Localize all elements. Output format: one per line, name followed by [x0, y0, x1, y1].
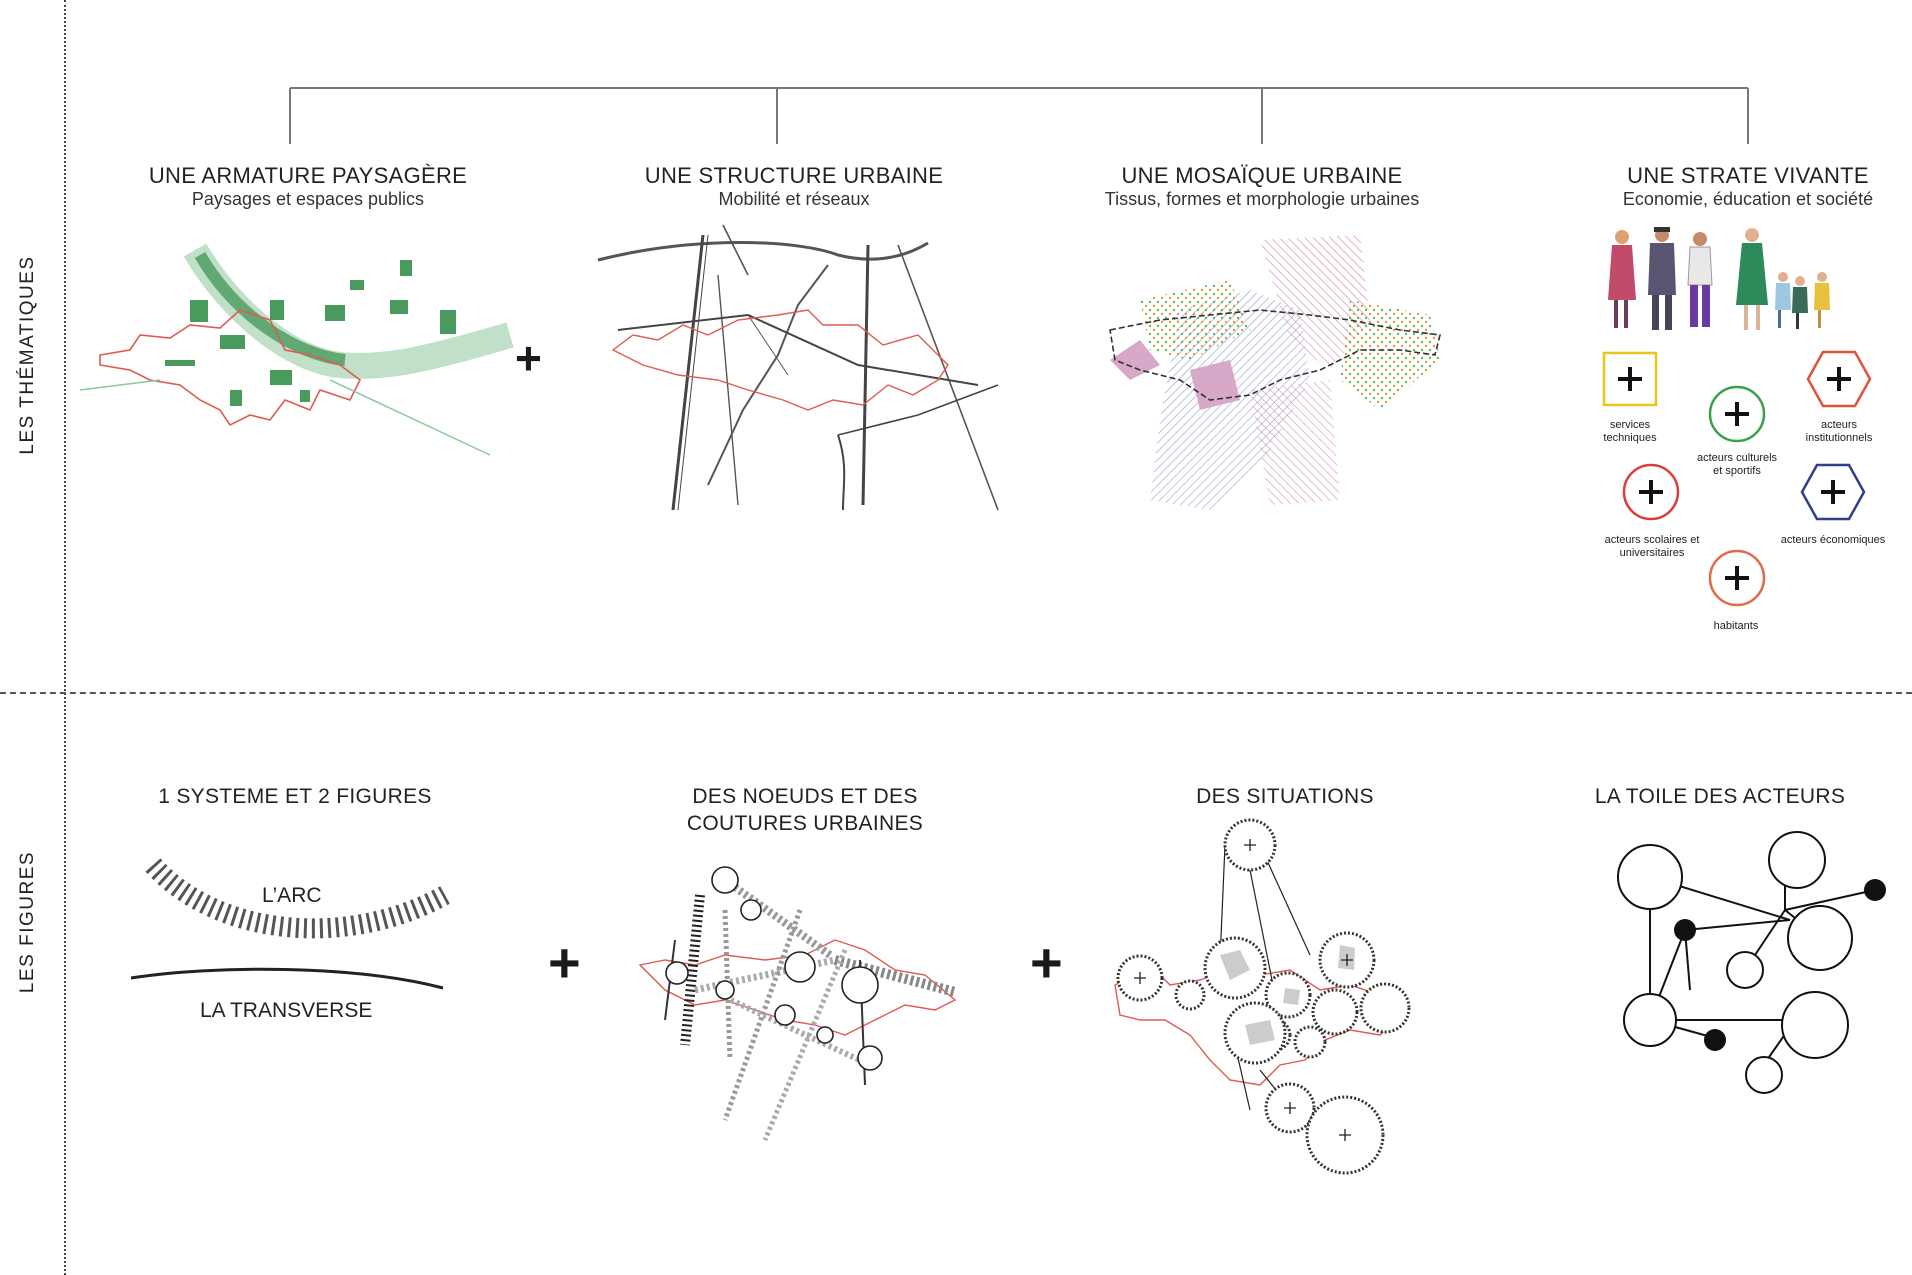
- horizontal-dashed-divider: [0, 692, 1912, 694]
- thematique-subtitle-strate: Economie, éducation et société: [1622, 189, 1874, 209]
- bracket-connector: [289, 87, 1749, 144]
- actor-label-culturels-sportifs: acteurs culturels et sportifs: [1696, 452, 1778, 477]
- label-arc: L’ARC: [262, 884, 322, 907]
- actor-icon-habitants: [1708, 549, 1766, 607]
- figure-toile-acteurs: [1617, 831, 1886, 1094]
- figure-arc-transverse: [130, 858, 450, 990]
- vertical-dotted-divider: [64, 0, 66, 1275]
- figure-title-noeuds: DES NOEUDS ET DES COUTURES URBAINES: [686, 785, 924, 835]
- thematique-subtitle-mosaique: Tissus, formes et morphologie urbaines: [1104, 189, 1420, 209]
- thematique-title-structure: UNE STRUCTURE URBAINE: [644, 163, 944, 188]
- thematique-subtitle-structure: Mobilité et réseaux: [718, 189, 870, 209]
- actor-label-habitants: habitants: [1713, 620, 1759, 632]
- thematique-title-strate: UNE STRATE VIVANTE: [1627, 163, 1869, 188]
- map-armature-paysagere: [79, 243, 514, 456]
- figure-title-systeme: 1 SYSTEME ET 2 FIGURES: [158, 785, 432, 808]
- figure-situations: [1114, 818, 1411, 1175]
- actor-icon-culturels-sportifs: [1708, 385, 1766, 443]
- plus-operator-2: +: [548, 931, 581, 994]
- actor-icon-scolaires-universitaires: [1622, 463, 1680, 521]
- figure-noeuds-coutures: [638, 866, 957, 1141]
- actor-label-services-techniques: services techniques: [1603, 419, 1657, 444]
- figure-title-situations: DES SITUATIONS: [1196, 785, 1374, 808]
- thematique-subtitle-armature: Paysages et espaces publics: [191, 189, 425, 209]
- section-label-figures: LES FIGURES: [17, 850, 38, 994]
- map-mosaique-urbaine: [1109, 235, 1441, 510]
- actor-icon-economiques: [1800, 463, 1866, 521]
- plus-operator-3: +: [1030, 931, 1063, 994]
- thematique-title-armature: UNE ARMATURE PAYSAGÈRE: [148, 163, 468, 188]
- figure-title-toile: LA TOILE DES ACTEURS: [1594, 785, 1846, 808]
- section-label-thematiques: LES THÉMATIQUES: [17, 255, 38, 455]
- actor-label-scolaires-universitaires: acteurs scolaires et universitaires: [1604, 534, 1700, 559]
- people-illustration: [1608, 227, 1830, 330]
- plus-operator-1: +: [515, 332, 542, 384]
- actor-icon-institutionnels: [1806, 350, 1872, 408]
- label-transverse: LA TRANSVERSE: [200, 999, 373, 1022]
- thematique-title-mosaique: UNE MOSAÏQUE URBAINE: [1121, 163, 1403, 188]
- actor-label-economiques: acteurs économiques: [1780, 534, 1886, 546]
- actor-icon-services-techniques: [1602, 351, 1658, 407]
- map-structure-urbaine: [597, 224, 999, 511]
- actor-label-institutionnels: acteurs institutionnels: [1805, 419, 1873, 444]
